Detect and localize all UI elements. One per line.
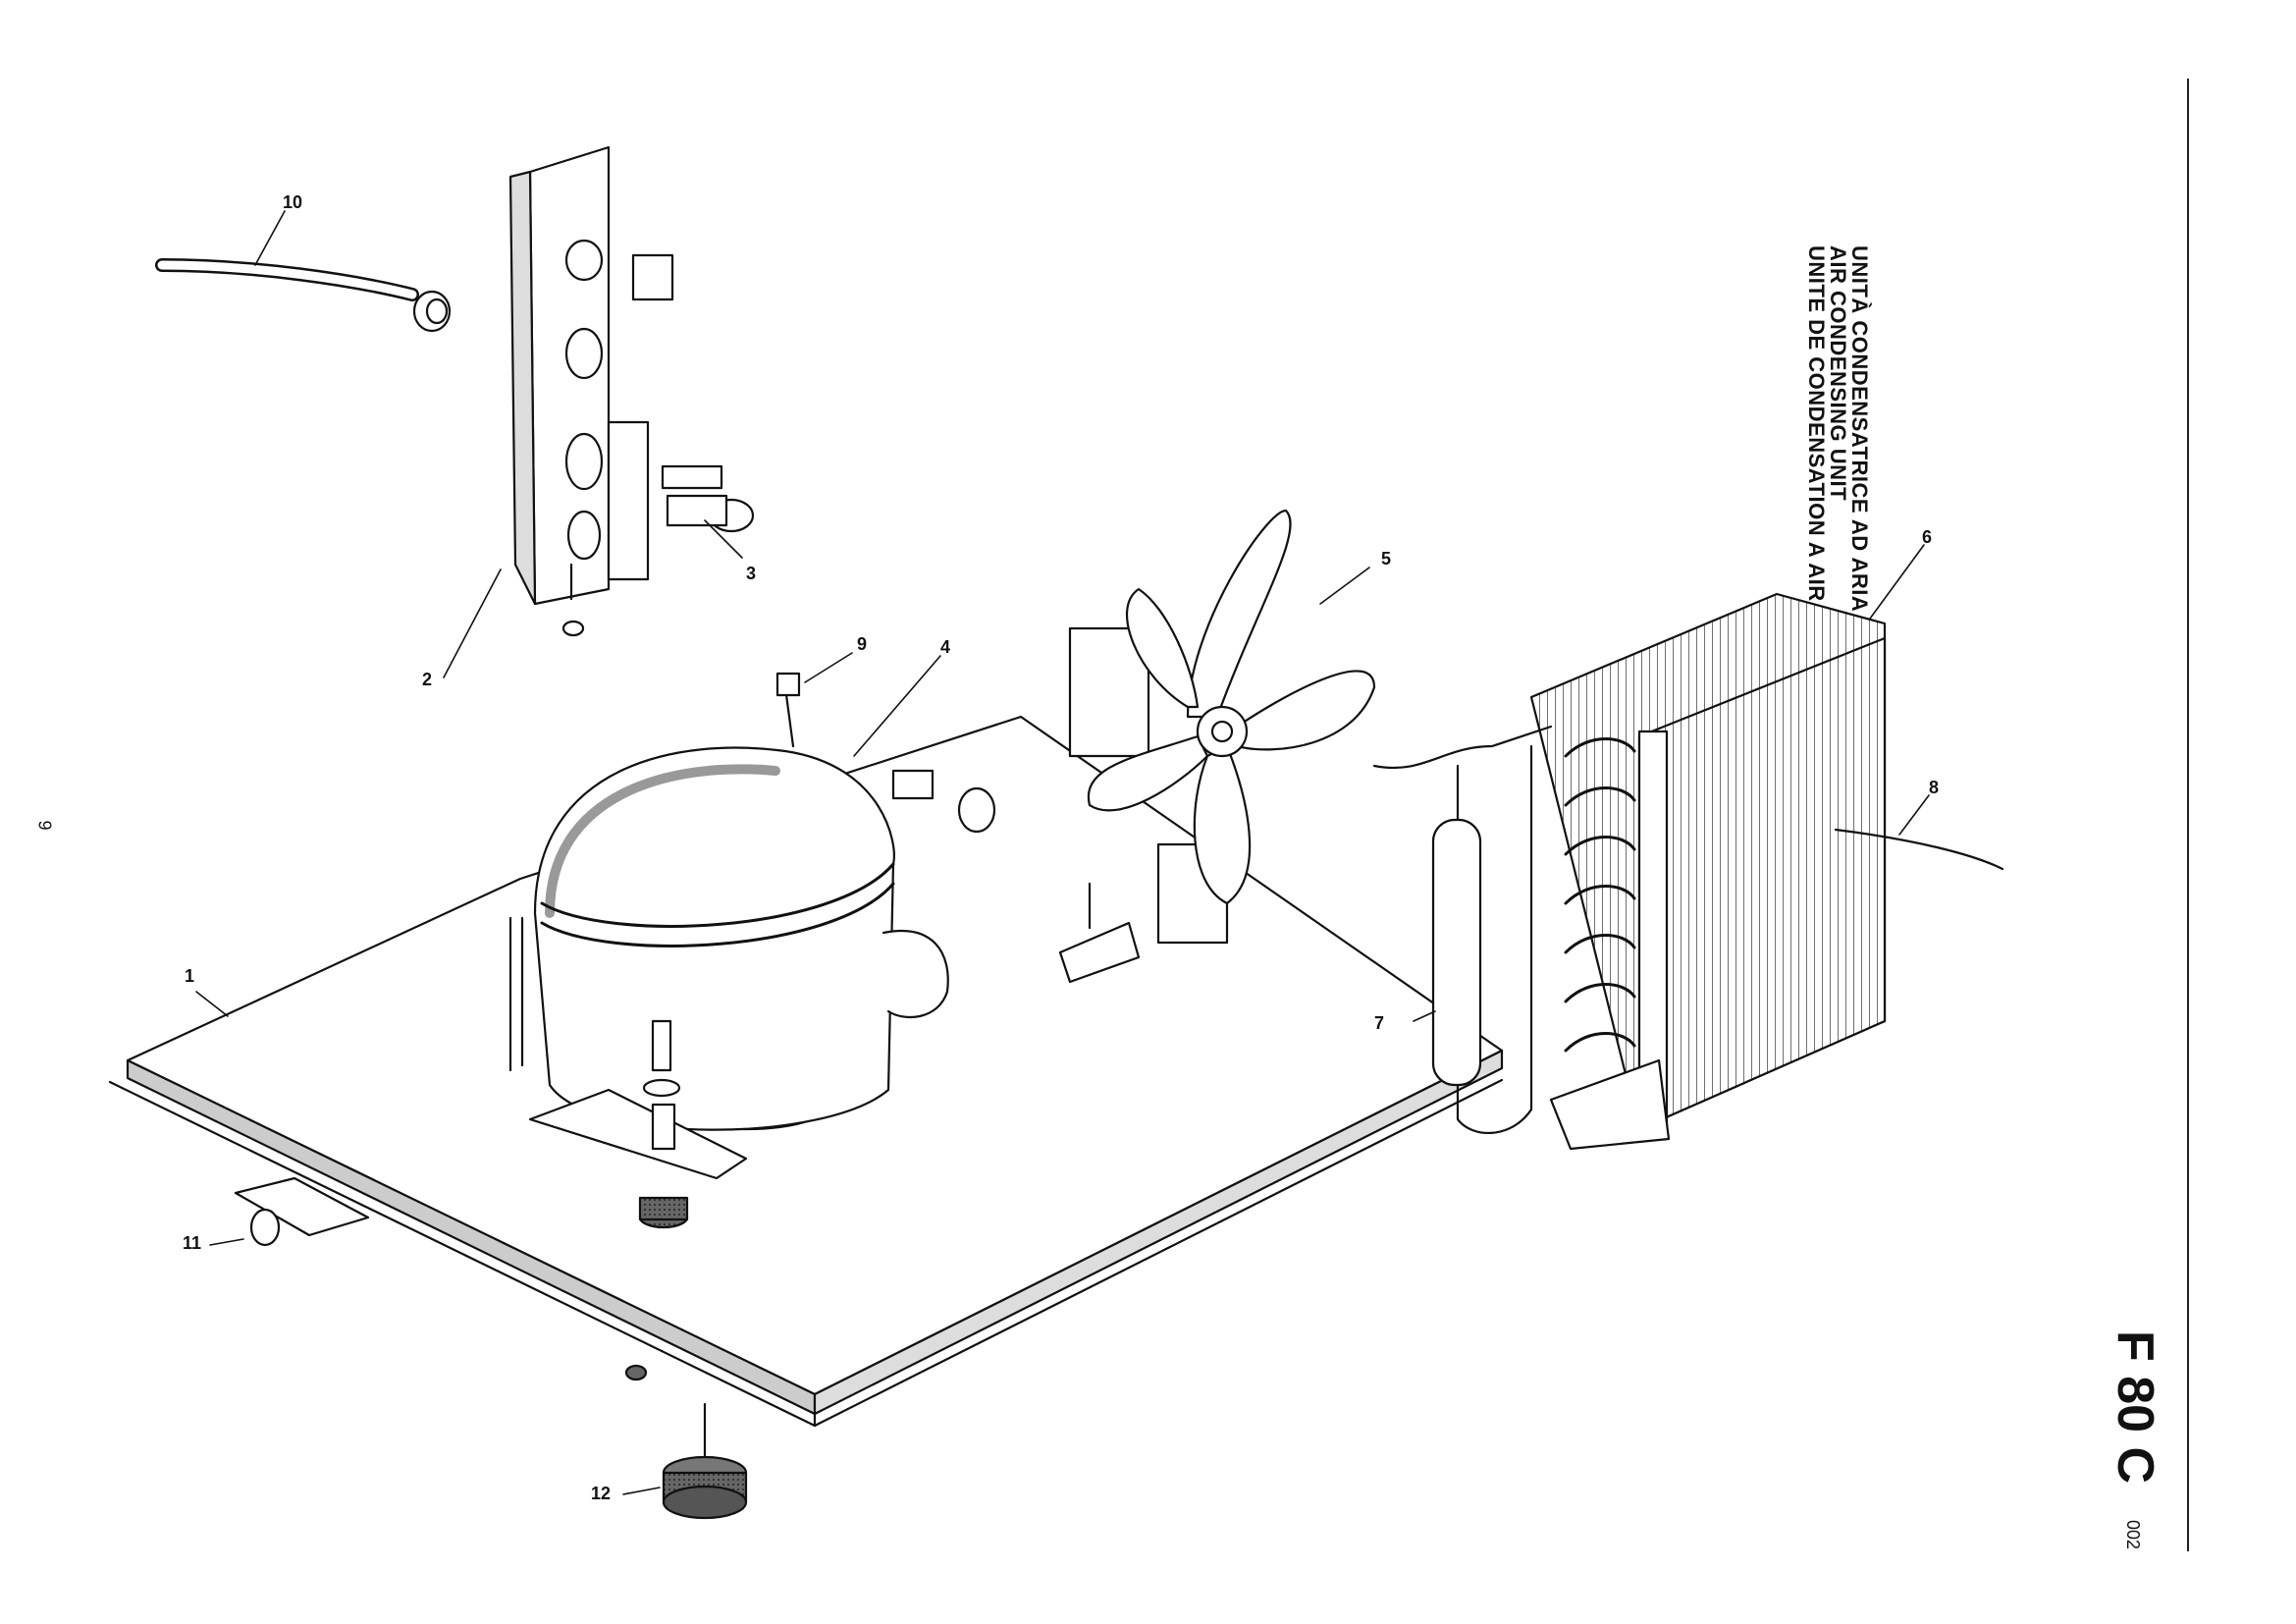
callout-7: 7 [1374, 1013, 1384, 1033]
title-english: AIR CONDENSING UNIT [1826, 245, 1850, 502]
service-tube [775, 672, 801, 748]
callout-6: 6 [1922, 527, 1932, 547]
start-relay [891, 769, 996, 834]
callout-5: 5 [1381, 549, 1391, 568]
callout-2: 2 [422, 670, 432, 689]
condenser-fan [1058, 509, 1376, 984]
compressor [508, 746, 949, 1180]
support-bracket [234, 1176, 370, 1247]
callout-3: 3 [746, 564, 756, 583]
model-code: F 80 C [2107, 1330, 2163, 1485]
callout-10: 10 [283, 192, 302, 212]
temperature-probe [1834, 828, 2004, 871]
callout-9: 9 [857, 634, 867, 654]
callout-4: 4 [940, 637, 950, 657]
callout-12: 12 [591, 1484, 611, 1503]
mounting-panel [508, 145, 674, 606]
plate-grommet [624, 1364, 648, 1381]
title-divider [2187, 79, 2189, 1551]
callout-8: 8 [1929, 778, 1939, 797]
callout-11: 11 [183, 1233, 201, 1253]
leader-lines [195, 210, 1930, 1495]
water-inlet-fitting [661, 464, 755, 533]
filter-drier [1372, 725, 1553, 1135]
title-french: UNITE DE CONDENSATION A AIR [1804, 245, 1829, 602]
water-hose [155, 258, 452, 333]
panel-screw [561, 563, 585, 637]
title-block: UNITÀ CONDENSATRICE AD ARIA AIR CONDENSI… [1791, 245, 1872, 756]
sheet-code: 002 [2123, 1520, 2143, 1550]
condenser-coil [1529, 592, 1887, 1151]
adjustable-foot [662, 1402, 748, 1520]
callout-1: 1 [185, 966, 194, 986]
title-italian: UNITÀ CONDENSATRICE AD ARIA [1847, 245, 1872, 613]
compressor-mount-parts [638, 1019, 689, 1229]
